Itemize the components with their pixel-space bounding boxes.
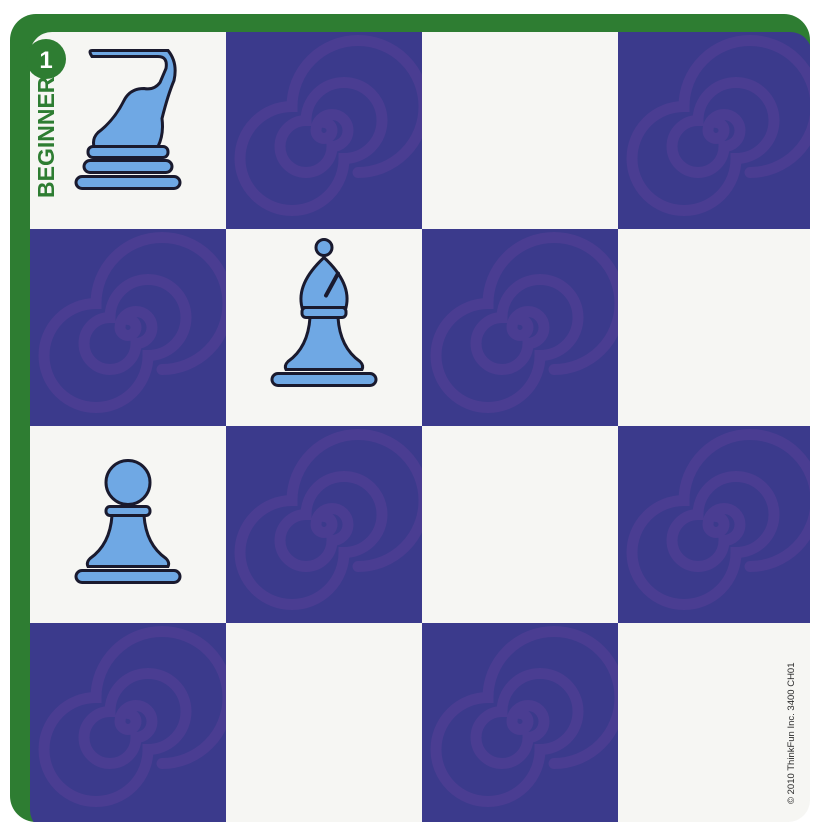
level-number: 1 — [39, 47, 52, 74]
light-square[interactable] — [422, 426, 618, 623]
light-square[interactable] — [422, 32, 618, 229]
chess-board: 1 BEGINNER © 2010 ThinkFun Inc. 3400 CH0… — [10, 14, 810, 822]
light-square[interactable] — [618, 623, 810, 822]
copyright-text: © 2010 ThinkFun Inc. 3400 CH01 — [786, 663, 797, 805]
light-square[interactable] — [618, 229, 810, 426]
level-name: BEGINNER — [33, 76, 59, 198]
light-square[interactable] — [226, 623, 422, 822]
puzzle-card: 1 BEGINNER © 2010 ThinkFun Inc. 3400 CH0… — [10, 14, 810, 822]
level-badge: 1 — [26, 39, 66, 79]
